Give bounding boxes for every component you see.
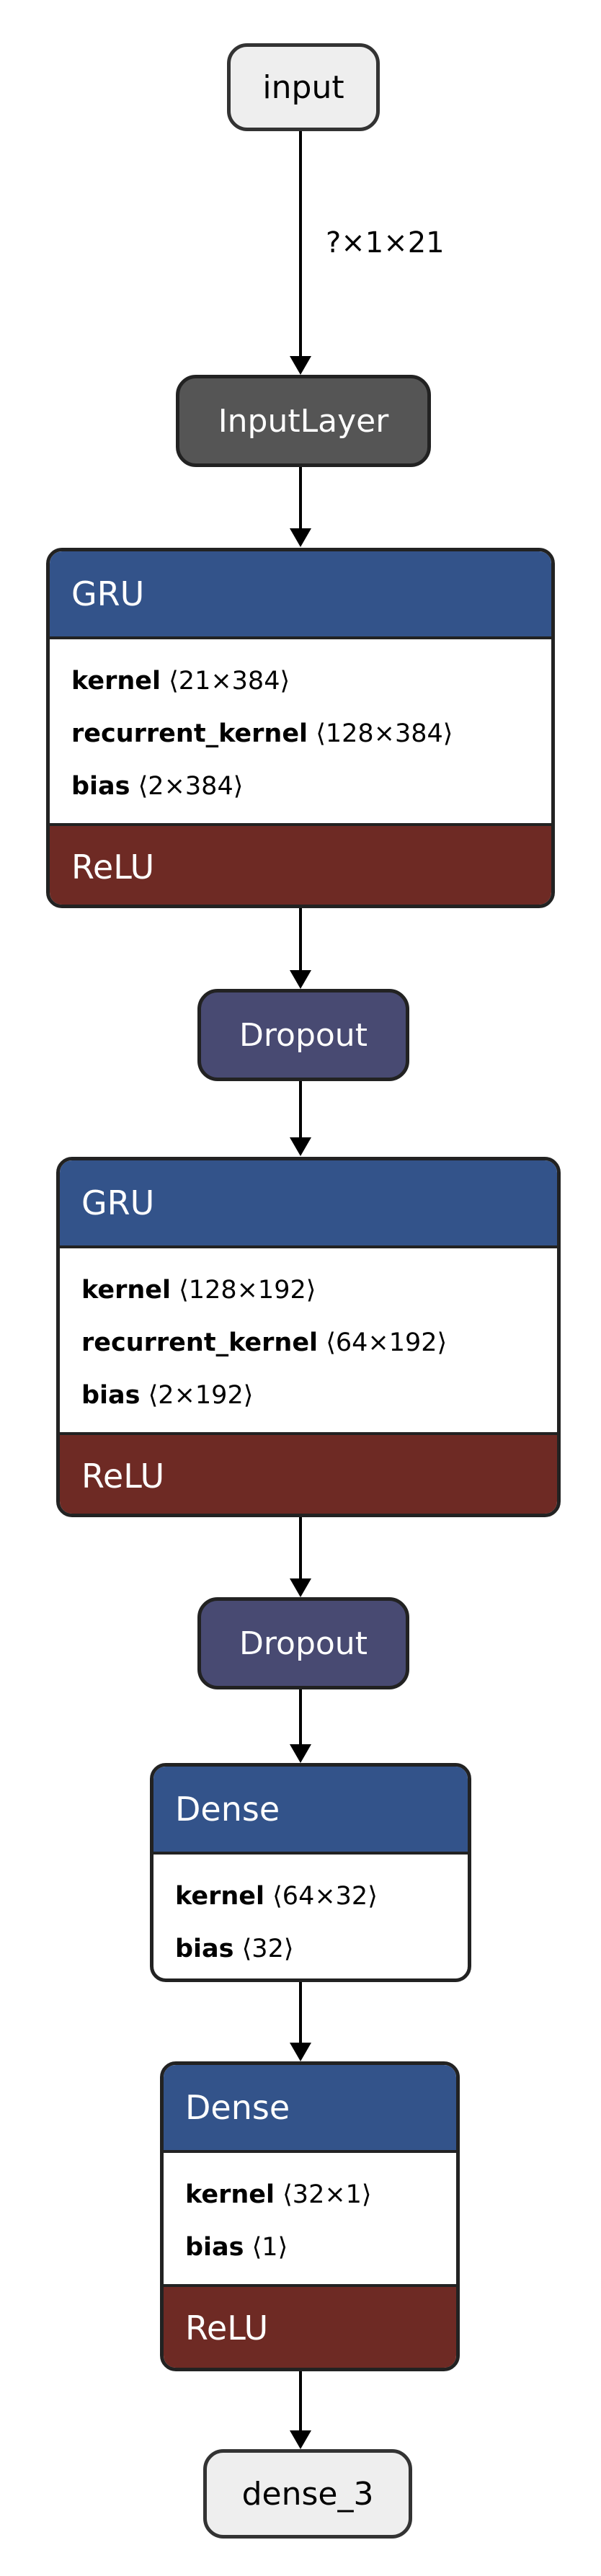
dense-1-attributes: kernel ⟨64×32⟩ bias ⟨32⟩ — [153, 1855, 468, 1978]
dense-2-attributes: kernel ⟨32×1⟩ bias ⟨1⟩ — [164, 2153, 456, 2284]
edge-gru1-to-dropout1-arrow — [290, 970, 311, 989]
edge-dropout1-to-gru2-arrow — [290, 1137, 311, 1156]
dense-2-header: Dense — [164, 2065, 456, 2153]
node-dropout-1[interactable]: Dropout — [197, 989, 409, 1081]
node-input-layer-label: InputLayer — [218, 402, 389, 440]
node-input[interactable]: input — [227, 43, 380, 131]
dense-1-attr-bias: bias ⟨32⟩ — [175, 1935, 294, 1963]
gru-2-attr-recurrent-kernel: recurrent_kernel ⟨64×192⟩ — [81, 1328, 448, 1357]
gru-1-activation: ReLU — [50, 823, 551, 905]
gru-1-header: GRU — [50, 551, 551, 639]
gru-2-header: GRU — [60, 1160, 557, 1248]
gru-2-attr-bias: bias ⟨2×192⟩ — [81, 1381, 254, 1410]
node-dropout-2[interactable]: Dropout — [197, 1597, 409, 1689]
gru-2-attr-kernel: kernel ⟨128×192⟩ — [81, 1276, 316, 1305]
node-dropout-1-label: Dropout — [239, 1016, 368, 1054]
gru-1-attributes: kernel ⟨21×384⟩ recurrent_kernel ⟨128×38… — [50, 639, 551, 823]
dense-1-header: Dense — [153, 1767, 468, 1855]
gru-1-attr-bias: bias ⟨2×384⟩ — [71, 772, 244, 801]
node-dense-1[interactable]: Dense kernel ⟨64×32⟩ bias ⟨32⟩ — [150, 1763, 471, 1982]
edge-dense1-to-dense2-arrow — [290, 2043, 311, 2061]
node-output-dense-3[interactable]: dense_3 — [203, 2449, 412, 2539]
dense-2-attr-bias: bias ⟨1⟩ — [185, 2233, 288, 2262]
node-gru-1[interactable]: GRU kernel ⟨21×384⟩ recurrent_kernel ⟨12… — [46, 548, 555, 908]
edge-input-to-inputlayer-arrow — [290, 356, 311, 375]
edge-dense2-to-output-arrow — [290, 2430, 311, 2449]
node-dense-2[interactable]: Dense kernel ⟨32×1⟩ bias ⟨1⟩ ReLU — [160, 2061, 460, 2371]
gru-1-attr-kernel: kernel ⟨21×384⟩ — [71, 667, 290, 696]
dense-1-attr-kernel: kernel ⟨64×32⟩ — [175, 1882, 378, 1911]
dense-2-attr-kernel: kernel ⟨32×1⟩ — [185, 2180, 372, 2209]
gru-2-activation: ReLU — [60, 1432, 557, 1514]
dense-2-activation: ReLU — [164, 2284, 456, 2368]
node-input-label: input — [262, 68, 344, 106]
edge-label-input-shape: ?×1×21 — [326, 226, 445, 259]
edge-dropout2-to-dense1-arrow — [290, 1744, 311, 1763]
node-input-layer[interactable]: InputLayer — [176, 375, 431, 467]
edge-gru2-to-dropout2-arrow — [290, 1578, 311, 1597]
gru-1-attr-recurrent-kernel: recurrent_kernel ⟨128×384⟩ — [71, 719, 453, 748]
node-gru-2[interactable]: GRU kernel ⟨128×192⟩ recurrent_kernel ⟨6… — [56, 1157, 561, 1517]
edge-inputlayer-to-gru1-arrow — [290, 528, 311, 547]
node-output-label: dense_3 — [241, 2475, 374, 2513]
node-dropout-2-label: Dropout — [239, 1625, 368, 1662]
gru-2-attributes: kernel ⟨128×192⟩ recurrent_kernel ⟨64×19… — [60, 1248, 557, 1432]
